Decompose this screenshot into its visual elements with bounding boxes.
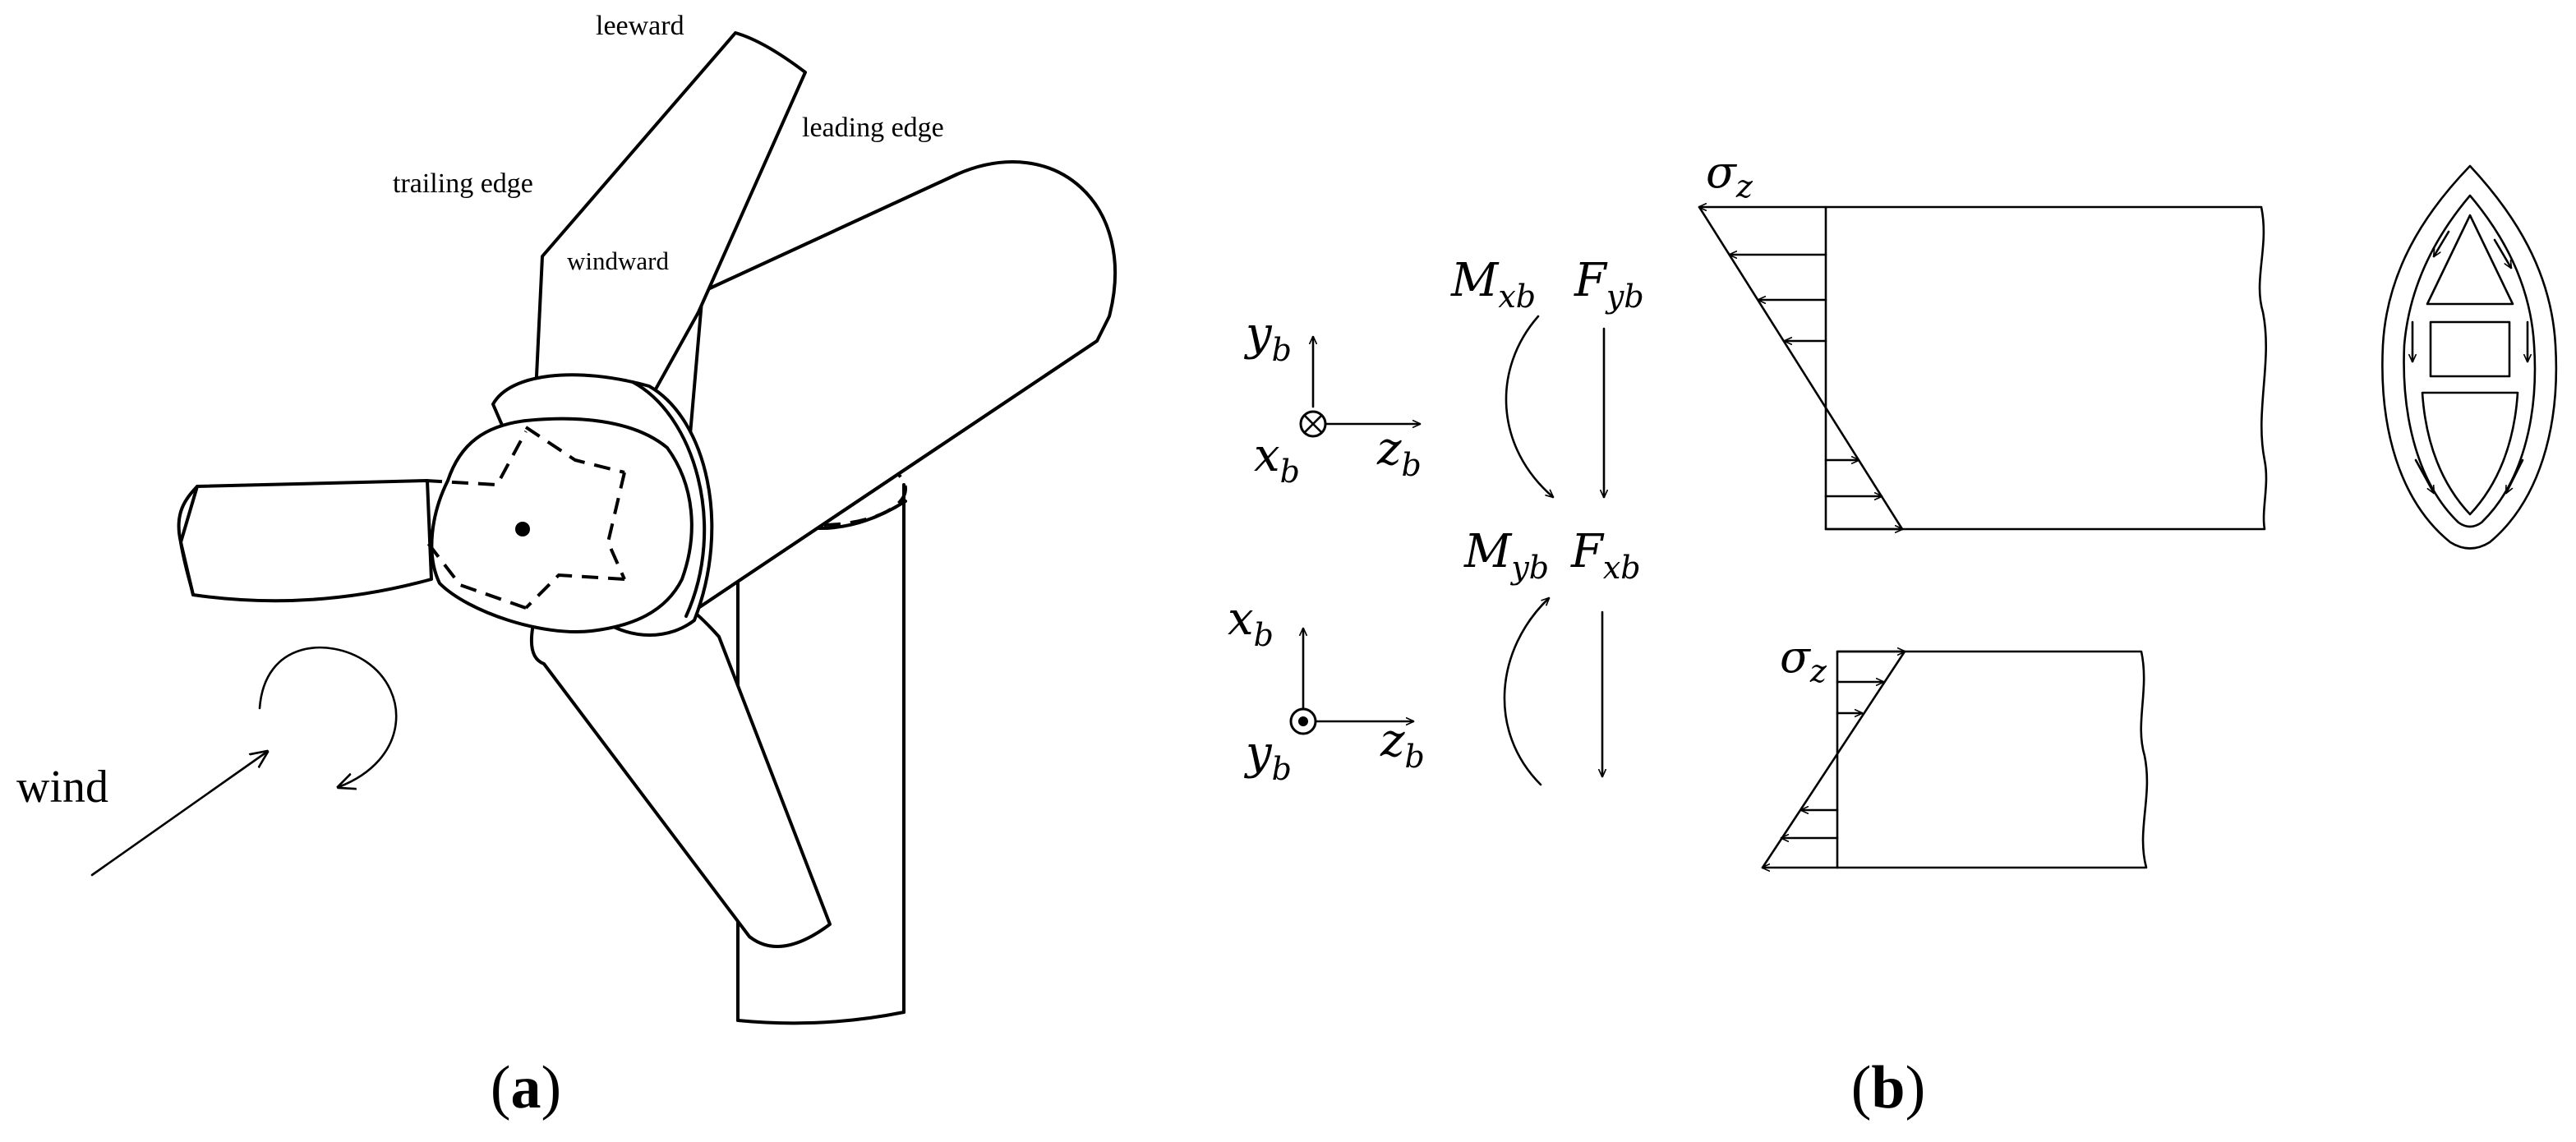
svg-text:Fxb: Fxb <box>1570 525 1641 586</box>
moment-myb: Myb <box>1463 525 1549 786</box>
blade-cross-section <box>2381 164 2558 550</box>
axis-top-z-label: zb <box>1376 422 1422 483</box>
caption-b: (b) <box>1851 1054 1925 1121</box>
axes-bottom: xb yb zb <box>1228 592 1425 787</box>
force-fxb: Fxb <box>1570 525 1641 778</box>
label-wind: wind <box>16 762 108 813</box>
svg-text:Mxb: Mxb <box>1450 254 1536 315</box>
force-fyb: Fyb <box>1574 254 1644 499</box>
axis-bottom-y-label: yb <box>1243 726 1292 787</box>
blade-top <box>532 31 807 462</box>
wind-arrow <box>90 752 267 877</box>
blade-left <box>177 479 433 603</box>
stress-bottom-label: σz <box>1780 631 1827 689</box>
nacelle <box>672 160 1117 626</box>
axis-top-y-label: yb <box>1243 307 1292 368</box>
axis-top-x-label: xb <box>1254 429 1300 490</box>
hub <box>425 417 694 633</box>
rotation-arrow <box>258 646 398 787</box>
caption-a: (a) <box>491 1054 561 1121</box>
stress-diagram-top: σz <box>1698 146 2268 529</box>
panel-b: yb xb zb xb yb zb Mxb Fyb Myb Fxb <box>1228 146 2558 1121</box>
axes-top: yb xb zb <box>1243 307 1422 490</box>
label-leading-edge: leading edge <box>802 113 944 143</box>
stress-top-label: σz <box>1706 146 1753 205</box>
stress-diagram-bottom: σz <box>1761 631 2149 868</box>
hub-center-dot <box>515 522 530 536</box>
axis-bottom-z-label: zb <box>1380 714 1425 775</box>
axis-bottom-x-label: xb <box>1228 592 1274 653</box>
label-leeward: leeward <box>596 11 684 41</box>
svg-text:Myb: Myb <box>1463 525 1549 586</box>
svg-text:Fyb: Fyb <box>1574 254 1644 315</box>
label-trailing-edge: trailing edge <box>393 168 533 199</box>
label-windward: windward <box>567 246 669 275</box>
panel-a: leeward leading edge trailing edge windw… <box>16 11 1117 1121</box>
moment-mxb: Mxb <box>1450 254 1553 497</box>
